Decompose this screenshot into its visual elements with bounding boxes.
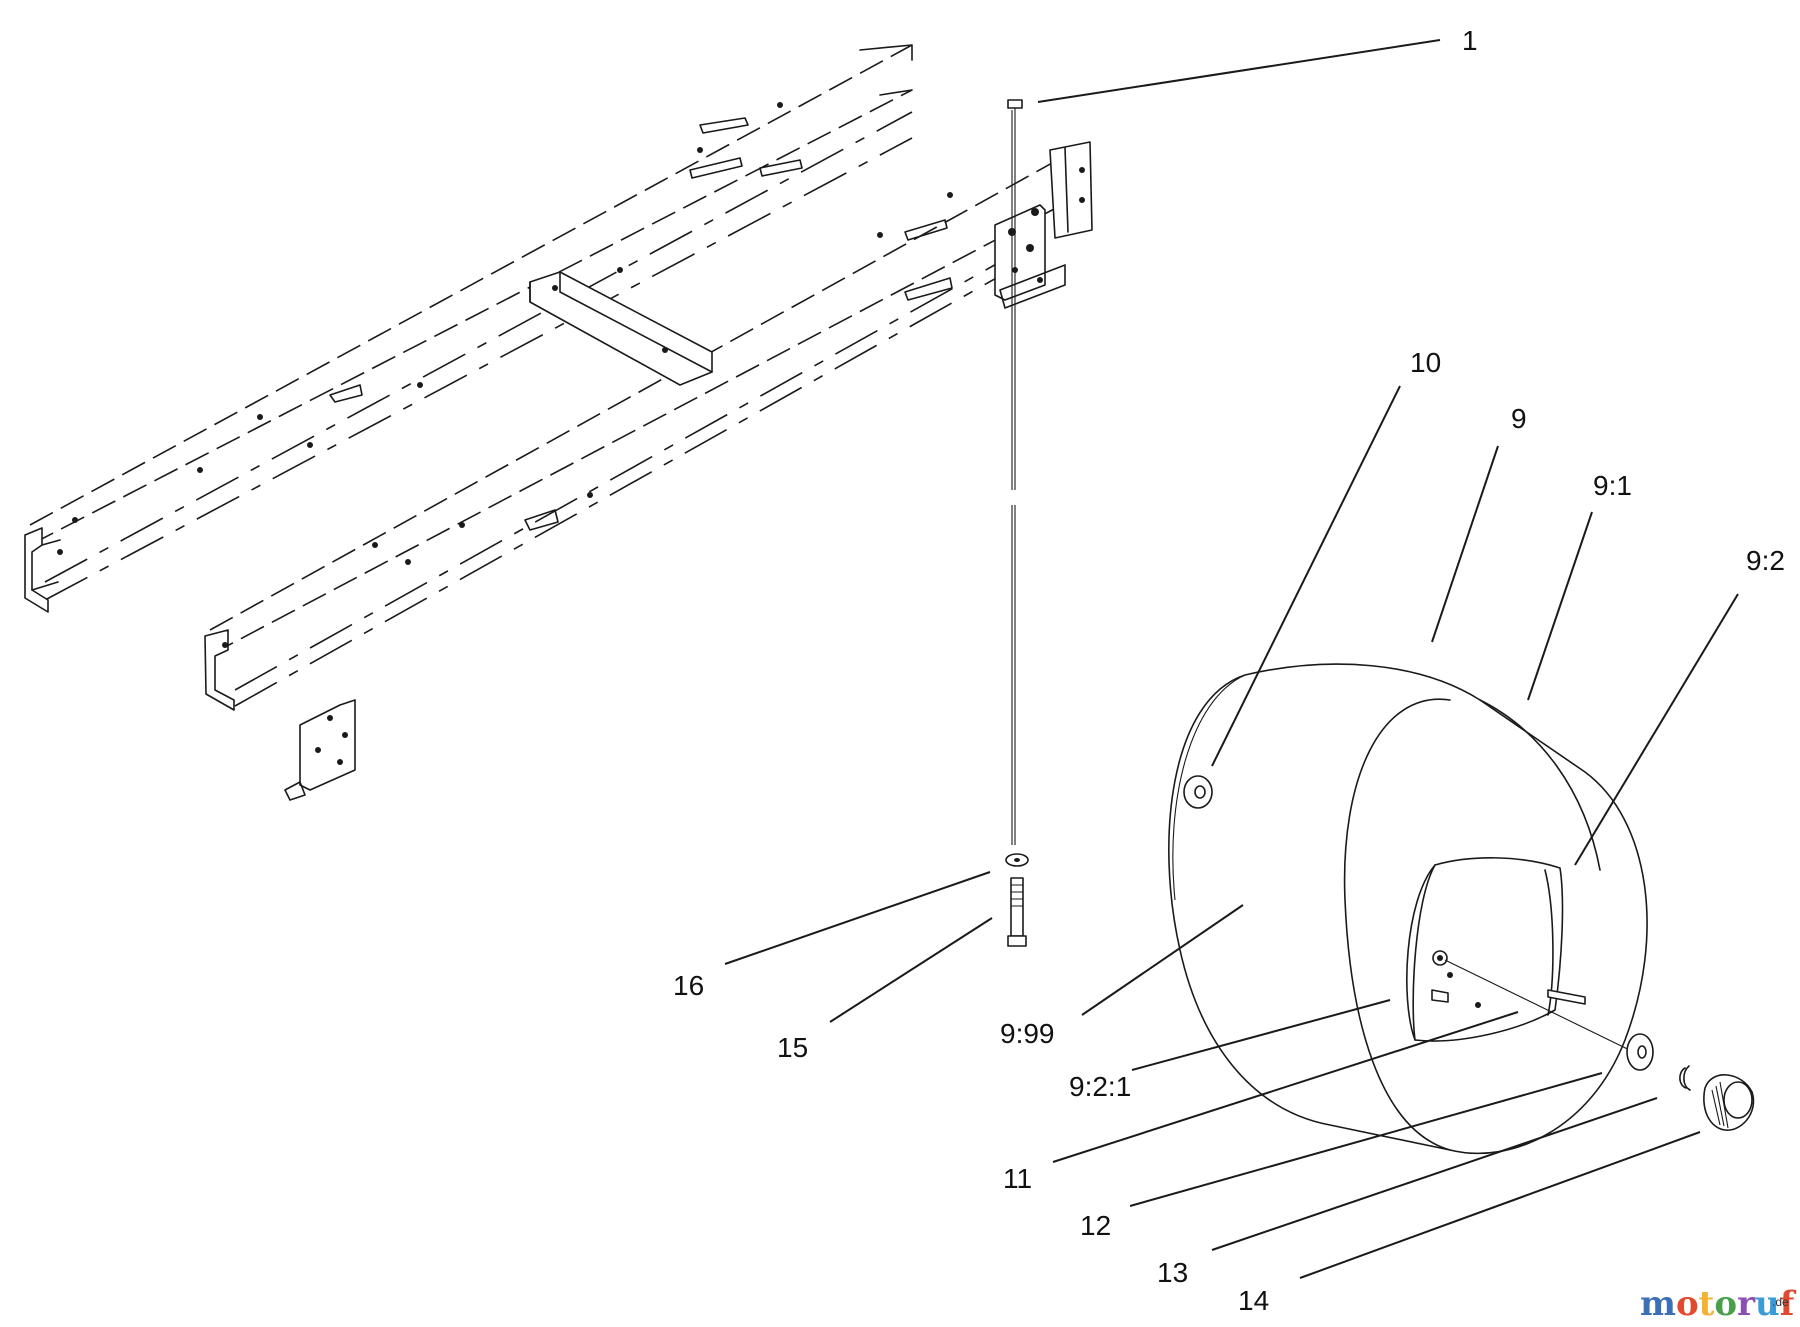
leader-15 xyxy=(829,917,993,1023)
wm-letter-2: t xyxy=(1699,1284,1715,1324)
cap-screw-part-1 xyxy=(1007,99,1023,109)
wm-letter-3: o xyxy=(1714,1284,1737,1324)
bolt-part-15 xyxy=(1007,877,1027,947)
leader-11 xyxy=(1052,1011,1519,1163)
wm-letter-1: o xyxy=(1676,1284,1699,1324)
callout-11: 11 xyxy=(1003,1163,1032,1194)
washer-part-12 xyxy=(1626,1033,1654,1071)
leader-14 xyxy=(1299,1131,1701,1279)
wm-letter-6: f xyxy=(1780,1284,1797,1324)
wm-letter-4: r xyxy=(1737,1284,1756,1324)
leader-9-99 xyxy=(1081,904,1244,1016)
key-part-11 xyxy=(1444,959,1651,1061)
washer-part-16 xyxy=(1005,853,1029,867)
callout-10: 10 xyxy=(1410,347,1441,378)
callout-14: 14 xyxy=(1238,1285,1269,1316)
hub-cap-part-14 xyxy=(1703,1074,1755,1131)
leader-lines xyxy=(724,39,1739,1279)
callout-15: 15 xyxy=(777,1032,808,1063)
frame-rail-front xyxy=(204,141,1093,711)
leader-9-2 xyxy=(1574,593,1739,866)
mounting-bracket-rear xyxy=(994,204,1066,309)
leader-13 xyxy=(1211,1097,1658,1251)
valve-stem-part-10 xyxy=(1183,775,1213,809)
callout-9-99: 9:99 xyxy=(1000,1018,1055,1049)
wm-letter-0: m xyxy=(1640,1284,1676,1324)
callout-9: 9 xyxy=(1511,403,1527,434)
frame-rail-rear xyxy=(24,44,913,613)
watermark-logo: motoruf .de xyxy=(1640,1284,1797,1324)
frame-cross-member xyxy=(529,271,713,386)
leader-16 xyxy=(724,871,991,965)
retaining-ring-part-13 xyxy=(1679,1065,1691,1091)
callout-9-1: 9:1 xyxy=(1593,470,1632,501)
leader-1 xyxy=(1037,39,1441,103)
callout-16: 16 xyxy=(673,970,704,1001)
callout-1: 1 xyxy=(1462,25,1478,56)
callout-9-2-1: 9:2:1 xyxy=(1069,1071,1131,1102)
leader-9-1 xyxy=(1527,511,1593,701)
leader-12 xyxy=(1129,1072,1603,1207)
svg-text:motoruf: motoruf xyxy=(1640,1284,1797,1324)
wm-letter-5: u xyxy=(1755,1284,1780,1324)
rim-part-9-2 xyxy=(1406,857,1564,1042)
callout-12: 12 xyxy=(1080,1210,1111,1241)
mounting-bracket-front xyxy=(284,699,356,801)
leader-9 xyxy=(1431,445,1499,643)
callout-labels: 1 9 9:1 9:2 9:2:1 9:99 10 11 12 13 14 15… xyxy=(673,25,1785,1316)
callout-13: 13 xyxy=(1157,1257,1188,1288)
frame-assembly xyxy=(24,44,1093,801)
leader-10 xyxy=(1211,385,1401,767)
leader-9-2-1 xyxy=(1131,999,1391,1071)
axle-bolt-assembly xyxy=(1005,99,1029,947)
watermark-tld: .de xyxy=(1772,1295,1789,1309)
callout-9-2: 9:2 xyxy=(1746,545,1785,576)
wheel-assembly xyxy=(1168,663,1755,1155)
